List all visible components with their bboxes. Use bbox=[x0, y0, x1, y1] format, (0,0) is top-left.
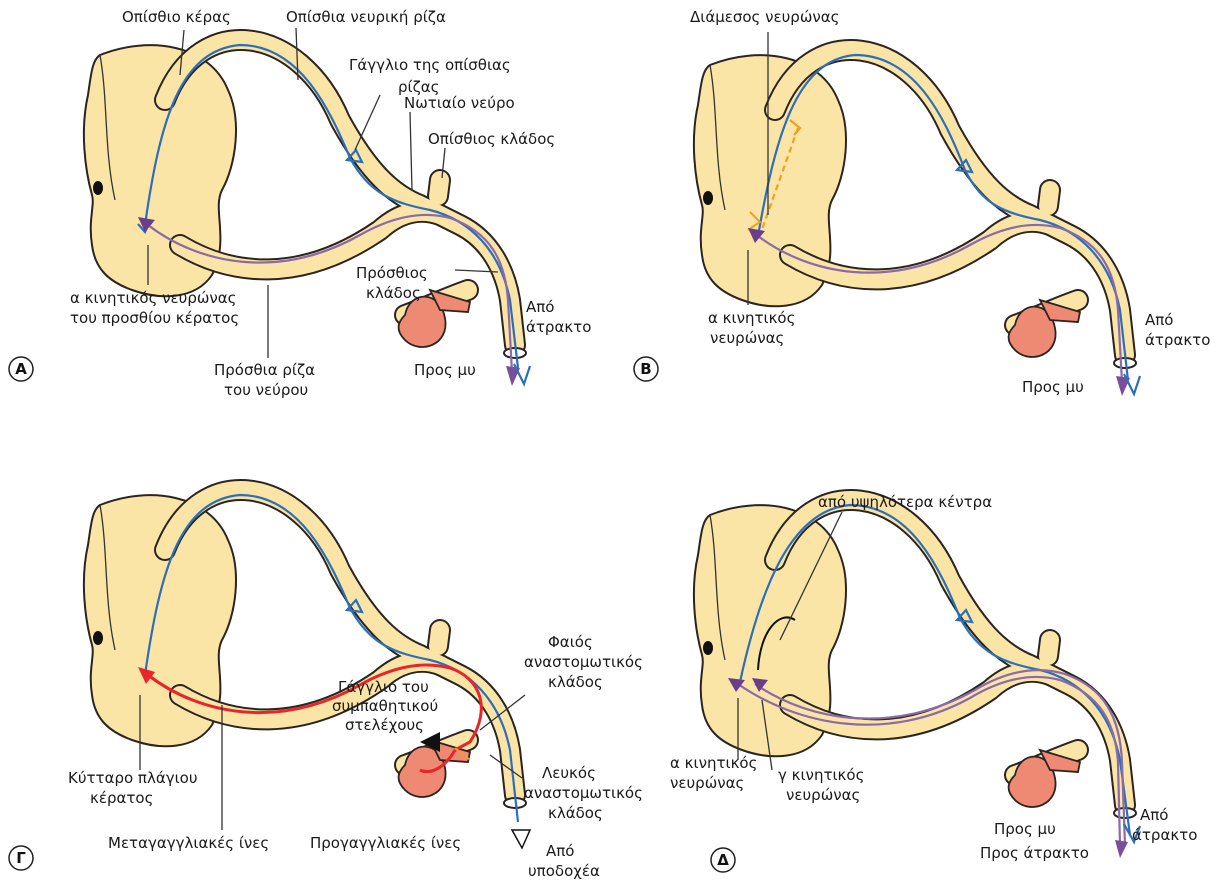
label-to-muscle: Προς μυ bbox=[1022, 378, 1084, 396]
label-gray-ramus-1: Φαιός bbox=[548, 633, 593, 651]
label-to-muscle: Προς μυ bbox=[414, 361, 476, 379]
panel-b: Διάμεσος νευρώνας α κινητικός νευρώνας Α… bbox=[634, 8, 1210, 396]
label-from-spindle-2: άτρακτο bbox=[1132, 826, 1197, 844]
label-anterior-root-2: του νεύρου bbox=[224, 381, 308, 399]
label-posterior-root: Οπίσθια νευρική ρίζα bbox=[286, 8, 446, 26]
label-anterior-root-1: Πρόσθια ρίζα bbox=[214, 361, 315, 379]
label-lateral-horn-2: κέρατος bbox=[90, 789, 153, 807]
label-to-muscle: Προς μυ bbox=[994, 820, 1056, 838]
label-alpha-motor-1: α κινητικός νευρώνας bbox=[70, 289, 236, 307]
label-anterior-ramus-1: Πρόσθιος bbox=[356, 264, 428, 282]
label-from-receptor-1: Από bbox=[546, 842, 574, 860]
label-alpha-motor-2: του προσθίου κέρατος bbox=[70, 309, 239, 327]
label-higher-centers: από υψηλότερα κέντρα bbox=[818, 493, 992, 511]
label-gamma-motor-1: γ κινητικός bbox=[778, 766, 864, 784]
label-interneuron: Διάμεσος νευρώνας bbox=[690, 8, 839, 26]
label-ganglion-2: συμπαθητικού bbox=[332, 697, 438, 715]
label-alpha-motor-1: α κινητικός bbox=[670, 754, 757, 772]
svg-text:Α: Α bbox=[15, 360, 27, 378]
label-from-spindle-1: Από bbox=[526, 298, 554, 316]
label-white-ramus-1: Λευκός bbox=[542, 764, 596, 782]
panel-badge-a: Α bbox=[9, 357, 33, 381]
label-from-spindle-2: άτρακτο bbox=[526, 318, 591, 336]
label-alpha-motor-2: νευρώνας bbox=[670, 774, 744, 792]
label-ganglion-1: Γάγγλιο του bbox=[338, 678, 429, 696]
label-to-spindle: Προς άτρακτο bbox=[980, 844, 1089, 862]
label-posterior-ramus: Οπίσθιος κλάδος bbox=[428, 130, 555, 148]
label-alpha-motor-1: α κινητικός bbox=[708, 309, 795, 327]
label-spinal-nerve: Νωτιαίο νεύρο bbox=[404, 94, 515, 112]
panel-c: Φαιός αναστομωτικός κλάδος Γάγγλιο του σ… bbox=[9, 490, 643, 880]
receptor-arrow-icon bbox=[512, 830, 530, 848]
label-preganglionic: Προγαγγλιακές ίνες bbox=[310, 834, 461, 852]
label-from-spindle-1: Από bbox=[1145, 311, 1173, 329]
label-lateral-horn-1: Κύτταρο πλάγιου bbox=[68, 769, 198, 787]
label-postganglionic: Μεταγαγγλιακές ίνες bbox=[108, 834, 269, 852]
label-gamma-motor-2: νευρώνας bbox=[786, 786, 860, 804]
label-white-ramus-3: κλάδος bbox=[548, 804, 603, 822]
label-posterior-horn: Οπίσθιο κέρας bbox=[122, 8, 231, 26]
purple-arrow-icon bbox=[506, 366, 520, 386]
panel-badge-b: Β bbox=[634, 357, 658, 381]
label-from-receptor-2: υποδοχέα bbox=[528, 862, 600, 880]
label-gray-ramus-3: κλάδος bbox=[548, 673, 603, 691]
panel-d: από υψηλότερα κέντρα α κινητικός νευρώνα… bbox=[670, 493, 1197, 872]
label-white-ramus-2: αναστομωτικός bbox=[524, 784, 643, 802]
label-anterior-ramus-2: κλάδος bbox=[366, 284, 421, 302]
svg-text:Β: Β bbox=[640, 360, 651, 378]
svg-text:Δ: Δ bbox=[717, 851, 729, 869]
panel-badge-d: Δ bbox=[711, 848, 735, 872]
label-root-ganglion-1: Γάγγλιο της οπίσθιας bbox=[349, 56, 511, 74]
panel-a: Οπίσθιο κέρας Οπίσθια νευρική ρίζα Γάγγλ… bbox=[9, 8, 591, 399]
label-gray-ramus-2: αναστομωτικός bbox=[524, 653, 643, 671]
panel-badge-c: Γ bbox=[9, 846, 33, 870]
label-from-spindle-2: άτρακτο bbox=[1145, 331, 1210, 349]
label-from-spindle-1: Από bbox=[1140, 806, 1168, 824]
label-alpha-motor-2: νευρώνας bbox=[710, 329, 784, 347]
svg-text:Γ: Γ bbox=[16, 849, 26, 867]
label-ganglion-3: στελέχους bbox=[345, 716, 424, 734]
